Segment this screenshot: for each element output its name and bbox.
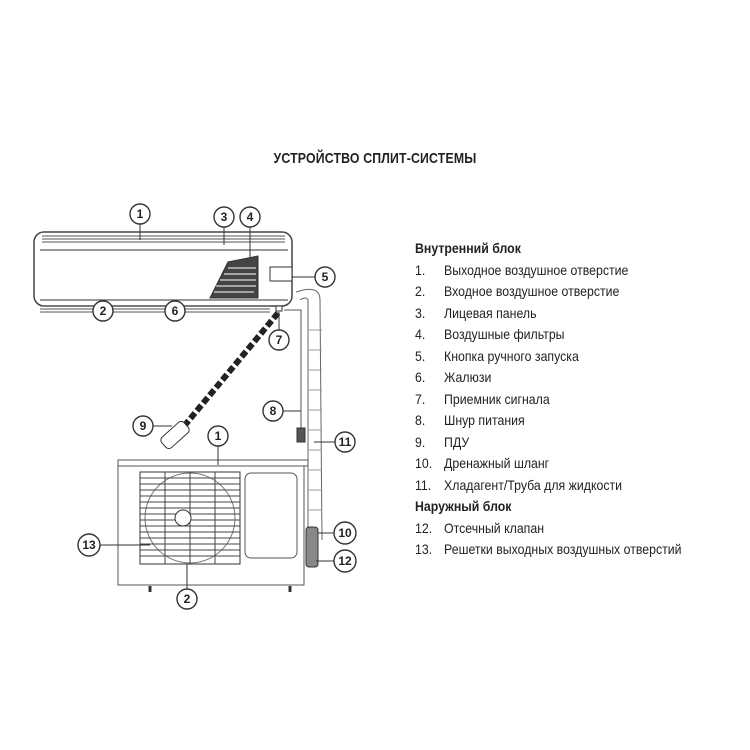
- legend-item: 8. Шнур питания: [415, 410, 682, 432]
- callout-11: 11: [334, 431, 356, 453]
- legend-item-number: 12.: [415, 519, 433, 536]
- callout-10: 10: [333, 521, 357, 545]
- callout-5: 5: [314, 266, 336, 288]
- callout-7: 7: [268, 329, 290, 351]
- callout-4: 4: [239, 206, 261, 228]
- legend-item: 12. Отсечный клапан: [415, 518, 682, 540]
- callout-2-indoor: 2: [92, 300, 114, 322]
- legend-item: 10. Дренажный шланг: [415, 453, 682, 475]
- svg-text:9: 9: [140, 419, 147, 433]
- legend-item-number: 11.: [415, 476, 432, 493]
- legend-heading-outdoor: Наружный блок: [415, 498, 512, 514]
- indoor-unit: [33, 231, 293, 313]
- callout-1-indoor: 1: [129, 203, 151, 225]
- legend-item-label: Шнур питания: [444, 412, 525, 428]
- svg-text:3: 3: [221, 210, 228, 224]
- legend-item-number: 3.: [415, 304, 426, 321]
- callout-13: 13: [77, 533, 101, 557]
- legend-item: 6. Жалюзи: [415, 367, 682, 389]
- legend-item-number: 9.: [415, 433, 426, 450]
- legend-item-number: 1.: [415, 261, 426, 278]
- legend-item: 3. Лицевая панель: [415, 303, 682, 325]
- legend-item-number: 5.: [415, 347, 426, 364]
- legend-item-number: 4.: [415, 326, 426, 342]
- callout-6: 6: [164, 300, 186, 322]
- legend-item: 9. ПДУ: [415, 432, 682, 454]
- callout-1-outdoor: 1: [207, 425, 229, 447]
- plug: [296, 427, 306, 443]
- legend-item: 1. Выходное воздушное отверстие: [415, 260, 682, 282]
- legend-item: 13. Решетки выходных воздушных отверстий: [415, 539, 682, 561]
- svg-text:4: 4: [247, 210, 254, 224]
- svg-text:11: 11: [339, 435, 352, 449]
- svg-text:6: 6: [172, 304, 179, 318]
- shutoff-valve: [305, 526, 319, 568]
- callout-9: 9: [132, 415, 154, 437]
- svg-text:5: 5: [322, 270, 329, 284]
- legend-item-label: ПДУ: [444, 433, 470, 450]
- refrigerant-pipe: [295, 288, 323, 541]
- svg-text:1: 1: [215, 429, 222, 443]
- legend-item-label: Дренажный шланг: [444, 455, 550, 471]
- legend-item-number: 13.: [415, 541, 433, 557]
- legend-item-number: 8.: [415, 412, 426, 428]
- signal-receiver: [275, 305, 283, 312]
- legend-item-label: Хладагент/Труба для жидкости: [444, 476, 623, 493]
- legend-item-label: Лицевая панель: [444, 304, 537, 321]
- remote-control: [160, 420, 190, 450]
- svg-text:12: 12: [338, 554, 352, 568]
- legend-item-label: Приемник сигнала: [444, 390, 550, 407]
- air-inlet-louvres: [40, 305, 270, 313]
- outdoor-unit: [117, 459, 319, 592]
- legend-item-number: 2.: [415, 283, 426, 299]
- legend-item-label: Входное воздушное отверстие: [444, 283, 620, 299]
- svg-text:13: 13: [82, 538, 96, 552]
- diagram-title: УСТРОЙСТВО СПЛИТ-СИСТЕМЫ: [273, 150, 477, 167]
- ir-signal-beam: [182, 311, 281, 427]
- legend-item-number: 10.: [415, 455, 433, 471]
- air-outlet-louvres: [42, 235, 285, 243]
- legend-item: 4. Воздушные фильтры: [415, 324, 682, 346]
- callout-2-outdoor: 2: [176, 588, 198, 610]
- legend-item-label: Решетки выходных воздушных отверстий: [444, 541, 682, 557]
- svg-text:1: 1: [137, 207, 144, 221]
- svg-text:2: 2: [184, 592, 191, 606]
- legend-item: 11. Хладагент/Труба для жидкости: [415, 475, 682, 497]
- legend-item-label: Отсечный клапан: [444, 519, 545, 536]
- svg-text:10: 10: [338, 526, 352, 540]
- callout-3: 3: [213, 206, 235, 228]
- air-filter-grid: [209, 255, 259, 299]
- legend-heading-indoor: Внутренний блок: [415, 240, 521, 256]
- legend-item-label: Кнопка ручного запуска: [444, 347, 579, 364]
- svg-text:7: 7: [276, 333, 283, 347]
- legend: Внутренний блок 1. Выходное воздушное отв…: [415, 238, 682, 561]
- legend-item-label: Воздушные фильтры: [444, 326, 565, 342]
- callout-12: 12: [333, 549, 357, 573]
- legend-item-number: 7.: [415, 390, 426, 407]
- svg-text:2: 2: [100, 304, 107, 318]
- callout-8: 8: [262, 400, 284, 422]
- legend-item-label: Жалюзи: [444, 369, 492, 385]
- legend-item-number: 6.: [415, 369, 426, 385]
- legend-item: 7. Приемник сигнала: [415, 389, 682, 411]
- legend-item-label: Выходное воздушное отверстие: [444, 261, 629, 278]
- svg-text:8: 8: [270, 404, 277, 418]
- legend-item: 5. Кнопка ручного запуска: [415, 346, 682, 368]
- legend-item: 2. Входное воздушное отверстие: [415, 281, 682, 303]
- manual-start-button-panel: [269, 266, 293, 282]
- power-cord: [284, 309, 302, 440]
